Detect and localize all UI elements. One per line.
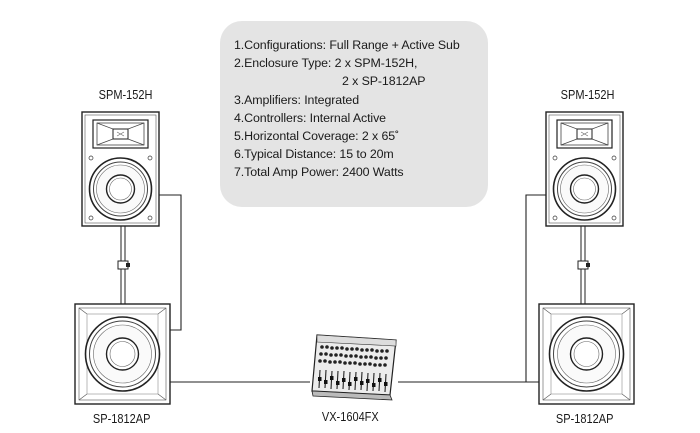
left-subwoofer xyxy=(74,303,171,405)
spec-configuration: 1.Configurations: Full Range + Active Su… xyxy=(234,38,460,52)
spec-controllers: 4.Controllers: Internal Active xyxy=(234,110,386,125)
mixer-label: VX-1604FX xyxy=(321,410,379,424)
left-speaker-pole xyxy=(117,224,131,306)
right-subwoofer xyxy=(538,303,635,405)
right-top-speaker-label: SPM-152H xyxy=(560,88,615,102)
spec-amplifiers: 3.Amplifiers: Integrated xyxy=(234,92,360,107)
right-link-cable xyxy=(525,194,546,383)
left-top-speaker xyxy=(81,111,160,227)
left-subwoofer-label: SP-1812AP xyxy=(92,412,151,426)
spec-horizontal-coverage: 5.Horizontal Coverage: 2 x 65˚ xyxy=(234,129,400,144)
spec-typical-distance: 6.Typical Distance: 15 to 20m xyxy=(234,147,394,162)
mixer xyxy=(311,334,397,401)
spec-enclosure-type: 2.Enclosure Type: 2 x SPM-152H, xyxy=(234,56,418,71)
right-subwoofer-label: SP-1812AP xyxy=(555,412,614,426)
right-speaker-pole xyxy=(577,224,591,306)
spec-total-amp-power: 7.Total Amp Power: 2400 Watts xyxy=(234,165,404,180)
specification-box: 1.Configurations: Full Range + Active Su… xyxy=(220,21,488,207)
right-top-speaker xyxy=(545,111,624,227)
spec-enclosure-type-continued: 2 x SP-1812AP xyxy=(342,74,426,89)
left-top-speaker-label: SPM-152H xyxy=(98,88,153,102)
left-link-cable xyxy=(159,194,182,331)
